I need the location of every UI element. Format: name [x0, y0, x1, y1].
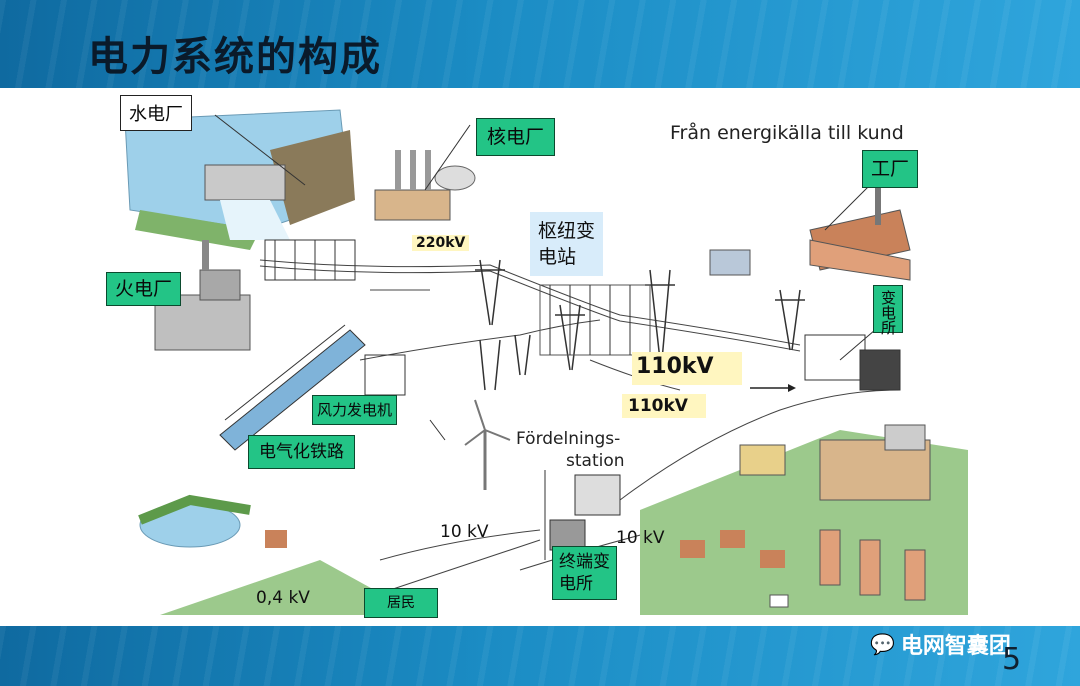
header-bar [0, 0, 1080, 88]
railway-illustration [219, 324, 366, 451]
terminal-label-line1: 终端变 [559, 552, 610, 572]
voltage-220kv: 220kV [412, 235, 470, 251]
wind-turbine-illustration [464, 399, 511, 490]
fordel-line2: station [566, 451, 625, 471]
brand-name: 电网智囊团 [900, 634, 1011, 659]
swedish-title: Från energikälla till kund [670, 122, 904, 144]
label-wind-turbine: 风力发电机 [312, 395, 398, 425]
terminal-label-line2: 电所 [559, 574, 593, 594]
voltage-10kv-left: 10 kV [440, 522, 489, 542]
label-factory: 工厂 [862, 150, 919, 188]
voltage-110kv-main: 110kV [632, 352, 742, 385]
diagram-illustration [120, 90, 968, 615]
label-railway: 电气化铁路 [248, 435, 355, 469]
fordel-line1: Fördelnings- [516, 429, 621, 449]
distribution-station-illustration [549, 474, 621, 551]
power-system-diagram: 水电厂 核电厂 火电厂 工厂 变电所 枢纽变 电站 风力发电机 电气化铁路 终端… [106, 90, 968, 618]
label-residents: 居民 [364, 588, 438, 618]
label-thermal-plant: 火电厂 [106, 272, 182, 306]
label-terminal-substation: 终端变 电所 [552, 546, 617, 600]
label-substation: 变电所 [873, 285, 903, 335]
voltage-110kv-secondary: 110kV [622, 394, 706, 418]
leader-lines [214, 114, 876, 560]
label-hub-substation: 枢纽变 电站 [530, 212, 604, 276]
wechat-icon: 💬 [870, 632, 895, 656]
brand-watermark: 💬 电网智囊团 [870, 628, 1011, 660]
nuclear-plant-illustration [374, 150, 476, 221]
hydro-plant-illustration [124, 109, 355, 250]
factory-illustration [709, 185, 911, 281]
residential-area-illustration [138, 424, 968, 615]
voltage-04kv: 0,4 kV [256, 588, 310, 608]
hub-label-line1: 枢纽变 [538, 220, 596, 242]
slide-title: 电力系统的构成 [88, 34, 382, 80]
hub-substation-illustration [264, 239, 901, 396]
footer-bar [0, 626, 1080, 686]
label-hydro-plant: 水电厂 [120, 95, 192, 131]
label-nuclear-plant: 核电厂 [476, 118, 556, 156]
page-number: 5 [1002, 642, 1022, 677]
distribution-station-caption: Fördelnings- station [516, 428, 625, 472]
hub-label-line2: 电站 [538, 246, 577, 268]
voltage-10kv-right: 10 kV [616, 528, 665, 548]
